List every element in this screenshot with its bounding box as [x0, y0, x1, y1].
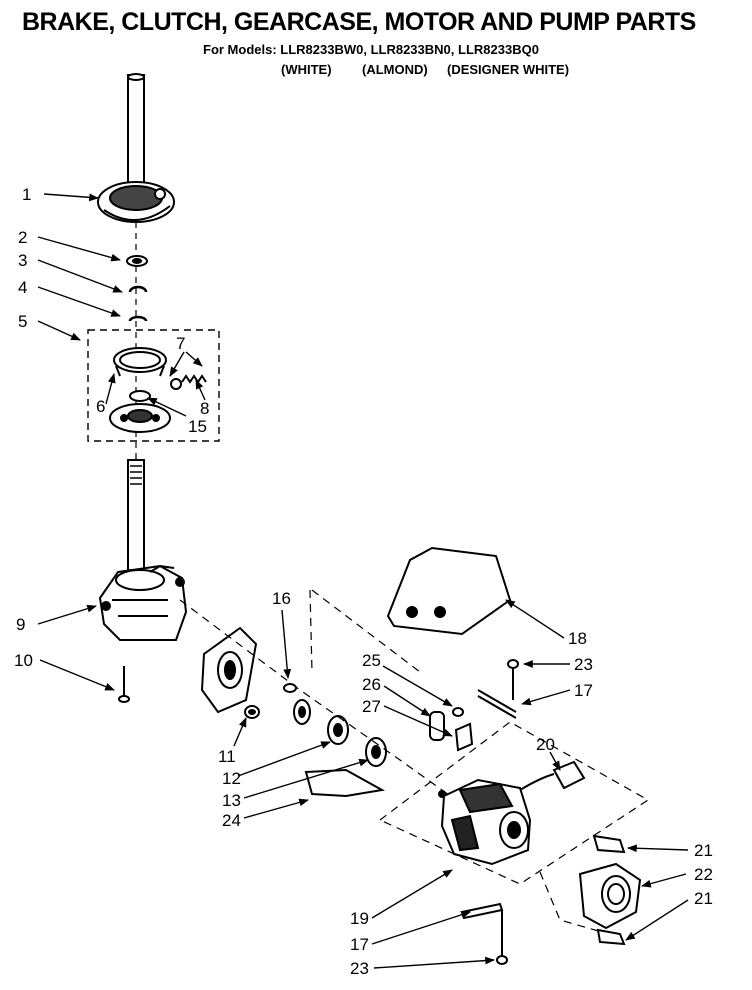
color-designer-white: (DESIGNER WHITE): [447, 62, 570, 77]
coupling-part-12: [327, 715, 349, 745]
drive-shaft: [127, 73, 145, 196]
color-almond: (ALMOND): [362, 62, 428, 77]
callout-16: 16: [272, 589, 291, 608]
callout-8: 8: [200, 399, 209, 418]
clip-part-21-top: [592, 834, 626, 854]
callout-23-top: 23: [574, 655, 593, 674]
callout-27: 27: [362, 697, 381, 716]
strap-part-17-bottom: [460, 902, 504, 920]
gearcase-cover-gasket: [200, 626, 258, 714]
callout-26: 26: [362, 675, 381, 694]
callout-15: 15: [188, 417, 207, 436]
callout-24: 24: [222, 811, 241, 830]
callout-22: 22: [694, 865, 713, 884]
callout-10: 10: [14, 651, 33, 670]
spline-shaft: [127, 459, 145, 571]
screw-part-23-top: [507, 659, 519, 700]
page-title: BRAKE, CLUTCH, GEARCASE, MOTOR AND PUMP …: [22, 8, 696, 36]
callout-6: 6: [96, 397, 105, 416]
nut-part-11: [244, 705, 260, 719]
clutch-band-part-6: [113, 347, 167, 377]
callout-5: 5: [18, 312, 27, 331]
color-white: (WHITE): [281, 62, 332, 77]
callout-20: 20: [536, 735, 555, 754]
callout-3: 3: [18, 251, 27, 270]
callout-17-top: 17: [574, 681, 593, 700]
callout-17-bottom: 17: [350, 935, 369, 954]
callout-4: 4: [18, 278, 27, 297]
callout-2: 2: [18, 228, 27, 247]
pump-part-22: [578, 862, 642, 930]
callout-9: 9: [16, 615, 25, 634]
retaining-ring-part-3: [128, 285, 148, 293]
callout-21-top: 21: [694, 841, 713, 860]
clutch-kit-box: [87, 329, 220, 442]
motor-shield-part-18: [386, 546, 512, 636]
screw-part-23-bottom: [496, 910, 508, 965]
models-line: For Models: LLR8233BW0, LLR8233BN0, LLR8…: [203, 42, 539, 57]
drive-pulley: [293, 699, 311, 725]
gearcase-part-9: [98, 564, 188, 641]
callout-19: 19: [350, 909, 369, 928]
screw-part-25: [452, 707, 464, 717]
pad-part-24: [304, 768, 385, 798]
screw-part-16: [283, 683, 297, 693]
callout-11: 11: [218, 747, 236, 766]
callout-12: 12: [222, 769, 241, 788]
callout-23-bottom: 23: [350, 959, 369, 978]
motor-part-19: [438, 778, 532, 866]
snap-ring-part-4: [128, 315, 148, 322]
brake-assembly-part-1: [97, 181, 175, 223]
strap-part-17-top: [477, 689, 517, 719]
clutch-hub: [109, 403, 171, 433]
callout-labels: 1 2 3 4 5 6 7 8 15 9 10 16 11 12 13 24 1…: [14, 185, 713, 978]
clip-part-21-bottom: [596, 928, 626, 946]
washer-part-2: [126, 255, 148, 267]
callout-1: 1: [22, 185, 31, 204]
coupling-part-13: [365, 737, 387, 767]
callout-7: 7: [176, 334, 185, 353]
callout-13: 13: [222, 791, 241, 810]
callout-21-bottom: 21: [694, 889, 713, 908]
screw-part-10: [118, 666, 130, 703]
clip-part-27: [454, 722, 474, 752]
spring-part-7: [170, 374, 207, 390]
capacitor-part-26: [429, 711, 445, 741]
leader-arrows: [37, 193, 689, 969]
clutch-lining-part-15: [129, 390, 151, 402]
switch-part-20: [519, 760, 586, 791]
callout-25: 25: [362, 651, 381, 670]
callout-18: 18: [568, 629, 587, 648]
